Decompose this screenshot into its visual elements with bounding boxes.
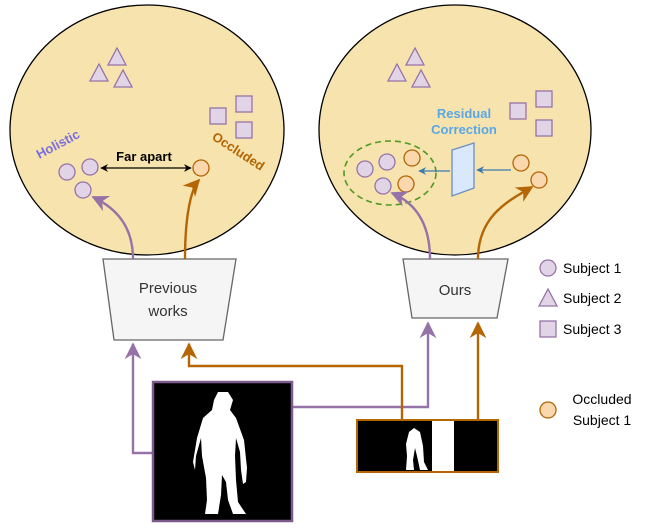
previous-occluded-arrow <box>182 178 201 260</box>
holistic-image-to-previous-arrow <box>124 342 153 455</box>
subject-square-icon <box>209 107 227 125</box>
holistic-silhouette <box>193 392 247 514</box>
occluded-image-to-previous-arrow <box>180 342 404 420</box>
previous-works-label-line2: works <box>147 303 187 320</box>
previous-holistic-arrow <box>91 195 135 260</box>
legend-subject3: Subject 3 <box>563 321 622 337</box>
occluded-circle-icon <box>397 175 415 193</box>
left-holistic-circles <box>58 158 99 199</box>
occluded-circle-icon <box>530 171 548 189</box>
occluded-silhouette <box>406 428 428 470</box>
subject-circle-icon <box>74 181 92 199</box>
subject-triangle-icon <box>404 46 426 66</box>
left-triangles <box>88 46 134 88</box>
merged-cluster-outline <box>343 140 437 206</box>
previous-works-label-line1: Previous <box>139 280 197 297</box>
left-squares <box>209 95 253 139</box>
legend-occluded-line1: Occluded <box>572 391 631 407</box>
residual-label-line2: Correction <box>431 122 497 137</box>
occluded-circle-icon <box>403 149 421 167</box>
subject-circle-icon <box>378 153 396 171</box>
occluded-circle-icon <box>192 159 210 177</box>
right-occluded-circles <box>512 154 548 189</box>
residual-correction-block <box>451 142 475 197</box>
ours-occluded-arrow <box>476 185 534 260</box>
subject-square-icon <box>235 95 253 113</box>
subject-triangle-icon <box>106 46 128 66</box>
holistic-input-image <box>151 380 294 523</box>
legend: Subject 1 Subject 2 Subject 3 Occluded S… <box>537 259 632 428</box>
subject-square-icon <box>509 102 527 120</box>
far-apart-label: Far apart <box>116 149 172 164</box>
subject-square-icon <box>535 90 553 108</box>
right-triangles <box>386 46 432 88</box>
subject-triangle-icon <box>386 62 408 82</box>
subject-square-icon <box>235 121 253 139</box>
subject-circle-icon <box>81 158 99 176</box>
residual-label-line1: Residual <box>437 106 491 121</box>
ours-encoder <box>402 258 509 319</box>
holistic-image-to-ours-arrow <box>292 321 437 409</box>
subject-square-icon <box>539 320 557 338</box>
subject-triangle-icon <box>88 62 110 82</box>
subject-circle-icon <box>356 160 374 178</box>
occluded-circle-icon <box>539 401 557 419</box>
subject-circle-icon <box>539 259 557 277</box>
subject-square-icon <box>535 119 553 137</box>
occluded-circle-icon <box>512 154 530 172</box>
subject-triangle-icon <box>537 287 559 307</box>
ours-holistic-arrow <box>390 191 432 260</box>
right-squares <box>509 90 553 137</box>
subject-circle-icon <box>58 163 76 181</box>
previous-works-encoder <box>102 258 237 341</box>
occluder-block <box>432 421 454 471</box>
subject-triangle-icon <box>410 68 432 88</box>
right-holistic-circles <box>356 153 396 195</box>
right-feature-space: Residual Correction <box>318 4 592 256</box>
legend-subject2: Subject 2 <box>563 290 622 306</box>
legend-occluded-line2: Subject 1 <box>573 412 632 428</box>
occluded-input-image <box>356 419 499 473</box>
ours-label: Ours <box>439 282 472 299</box>
legend-subject1: Subject 1 <box>563 260 622 276</box>
left-feature-space: Far apart Holistic Occluded <box>9 4 285 256</box>
subject-circle-icon <box>374 177 392 195</box>
subject-triangle-icon <box>112 68 134 88</box>
